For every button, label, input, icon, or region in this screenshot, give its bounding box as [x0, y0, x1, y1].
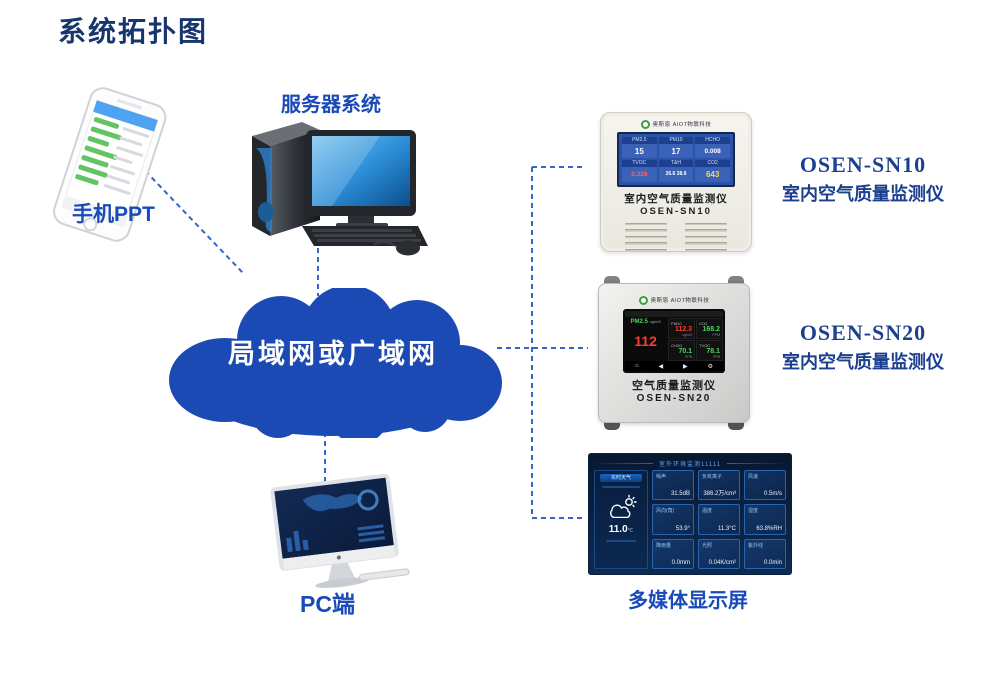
osen-logo-icon	[640, 119, 650, 129]
node-phone	[45, 82, 177, 252]
pc-monitor-icon	[270, 473, 410, 588]
sn10-vents	[625, 222, 727, 251]
sn10-brand-row: 奥斯恩 AIOT物联科技	[640, 119, 712, 129]
sn10-cell-tvoc: TVOC 0.328	[622, 160, 657, 182]
sn20-caption-model: OSEN-SN20	[799, 320, 927, 345]
sn20-statusbar	[625, 311, 723, 317]
sn20-panel-title: 空气质量监测仪	[632, 380, 716, 392]
sn20-cell-ch2o: CH2O 70.1 PPB	[668, 340, 696, 361]
display-label: 多媒体显示屏	[628, 590, 748, 612]
sn10-caption-model: OSEN-SN10	[799, 152, 927, 177]
sn10-brand-text: 奥斯恩 AIOT物联科技	[652, 122, 712, 129]
page-title: 系统拓扑图	[58, 16, 209, 47]
sn20-caption: OSEN-SN20 室内空气质量监测仪	[738, 320, 988, 374]
sn10-cell-co2: CO2 643	[695, 160, 730, 182]
sn20-caption-kind: 室内空气质量监测仪	[782, 352, 944, 372]
phone-label: 手机PPT	[72, 203, 155, 226]
sn10-caption: OSEN-SN10 室内空气质量监测仪	[738, 152, 988, 206]
weather-footer-placeholder	[606, 540, 636, 542]
display-titlebar: 室外环境监测11111	[594, 457, 786, 470]
server-label: 服务器系统	[281, 94, 381, 116]
weather-panel: 实时天气 11.0℃	[594, 470, 648, 569]
sn10-panel-model: OSEN-SN10	[640, 205, 712, 217]
weather-tab: 实时天气	[600, 474, 642, 482]
cloud-label: 局域网或广域网	[228, 339, 438, 369]
sn20-brand-row: 奥斯恩 AIOT物联科技	[638, 294, 710, 306]
device-osen-sn10: 奥斯恩 AIOT物联科技 PM2.5 15 PM10 17 HCHO 0.008…	[600, 112, 752, 252]
sn10-cell-hcho: HCHO 0.008	[695, 137, 730, 159]
home-icon: ⌂	[634, 363, 639, 369]
sn20-main-reading: PM2.5 ug/m3 112	[625, 318, 666, 361]
osen-logo-icon	[638, 295, 648, 305]
server-computer-icon	[252, 122, 428, 256]
smartphone-icon	[53, 87, 167, 242]
sn20-brand-text: 奥斯恩 AIOT物联科技	[650, 298, 710, 304]
weather-temp: 11.0℃	[608, 524, 634, 535]
device-multimedia-display: 室外环境监测11111 实时天气 11.0℃	[588, 453, 792, 575]
display-screen-title: 室外环境监测11111	[659, 462, 721, 468]
pc-label: PC端	[300, 591, 355, 617]
weather-date-placeholder	[602, 486, 640, 488]
sn10-cell-pm25: PM2.5 15	[622, 137, 657, 159]
sn20-body: 奥斯恩 AIOT物联科技 PM2.5 ug/m3 112 PM10 112.3	[598, 283, 750, 423]
sn20-panel-model: OSEN-SN20	[636, 393, 712, 404]
gear-icon: ⚙	[707, 363, 713, 370]
sn20-cell-tvoc: TVOC 78.1 PPB	[696, 340, 723, 361]
cloud-shape	[169, 285, 502, 444]
sn20-cell-pm10: PM10 112.3 ug/m3	[668, 318, 696, 339]
sn20-nav-bar: ⌂ ◀ ▶ ⚙	[625, 361, 723, 371]
cloud-sun-icon	[610, 494, 637, 518]
sn20-main-value: 112	[634, 333, 657, 349]
sn20-cell-co2: CO2 168.2 PPM	[696, 318, 723, 339]
device-osen-sn20: 奥斯恩 AIOT物联科技 PM2.5 ug/m3 112 PM10 112.3	[598, 276, 750, 430]
sn10-screen: PM2.5 15 PM10 17 HCHO 0.008 TVOC 0.328 T…	[617, 132, 735, 187]
sn10-cell-pm10: PM10 17	[658, 137, 694, 159]
sn20-screen: PM2.5 ug/m3 112 PM10 112.3 ug/m3 CO2	[623, 309, 725, 373]
sn10-caption-kind: 室内空气质量监测仪	[782, 184, 944, 204]
sensor-cell: 风向(角)53.9°	[652, 504, 694, 535]
arrow-left-icon: ◀	[658, 363, 664, 370]
sn20-progress-bar	[629, 357, 662, 360]
node-cloud: 局域网或广域网	[163, 285, 503, 444]
sn10-cell-th: T&H 26.6 38.9	[658, 160, 694, 182]
arrow-right-icon: ▶	[683, 363, 688, 370]
sn10-panel-title: 室内空气质量监测仪	[624, 192, 728, 205]
